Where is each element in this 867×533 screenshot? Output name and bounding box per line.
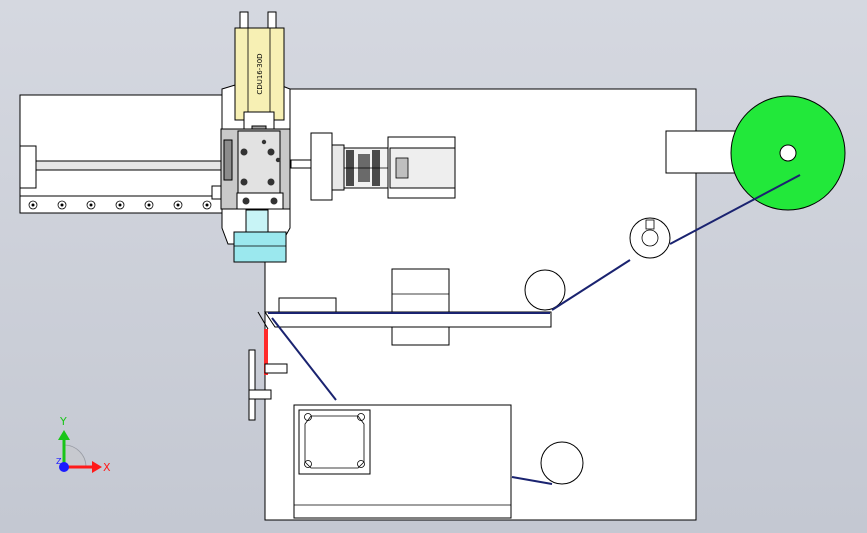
x-axis-label: X: [103, 461, 111, 474]
bushing[interactable]: [233, 209, 287, 263]
cylinder-model-label: CDU16-30D: [256, 53, 264, 94]
gripper-screw: [240, 139, 281, 186]
pneumatic-cylinder[interactable]: CDU16-30D: [234, 11, 285, 123]
lower-roller[interactable]: [540, 441, 584, 485]
y-axis-label: Y: [59, 415, 67, 428]
guide-roller[interactable]: [524, 269, 566, 311]
red-marker: [264, 329, 268, 375]
rail-bolt-row: [28, 200, 212, 210]
guide-shaft: [35, 160, 237, 171]
shaft-coupling: [343, 147, 389, 189]
z-axis-label: Z: [56, 457, 62, 466]
tension-roller[interactable]: [629, 217, 671, 259]
cutter-assembly[interactable]: [248, 311, 288, 421]
spool-hub: [779, 144, 797, 162]
coordinate-triad: Y X Z: [56, 415, 111, 474]
stepper-motor[interactable]: [298, 409, 371, 475]
feed-table[interactable]: [264, 268, 552, 346]
gripper-screw: [242, 197, 278, 205]
linear-slide-module[interactable]: [19, 94, 237, 214]
motor-assembly[interactable]: [290, 132, 456, 201]
gripper-block[interactable]: [220, 111, 291, 210]
wire-path: [268, 174, 801, 485]
